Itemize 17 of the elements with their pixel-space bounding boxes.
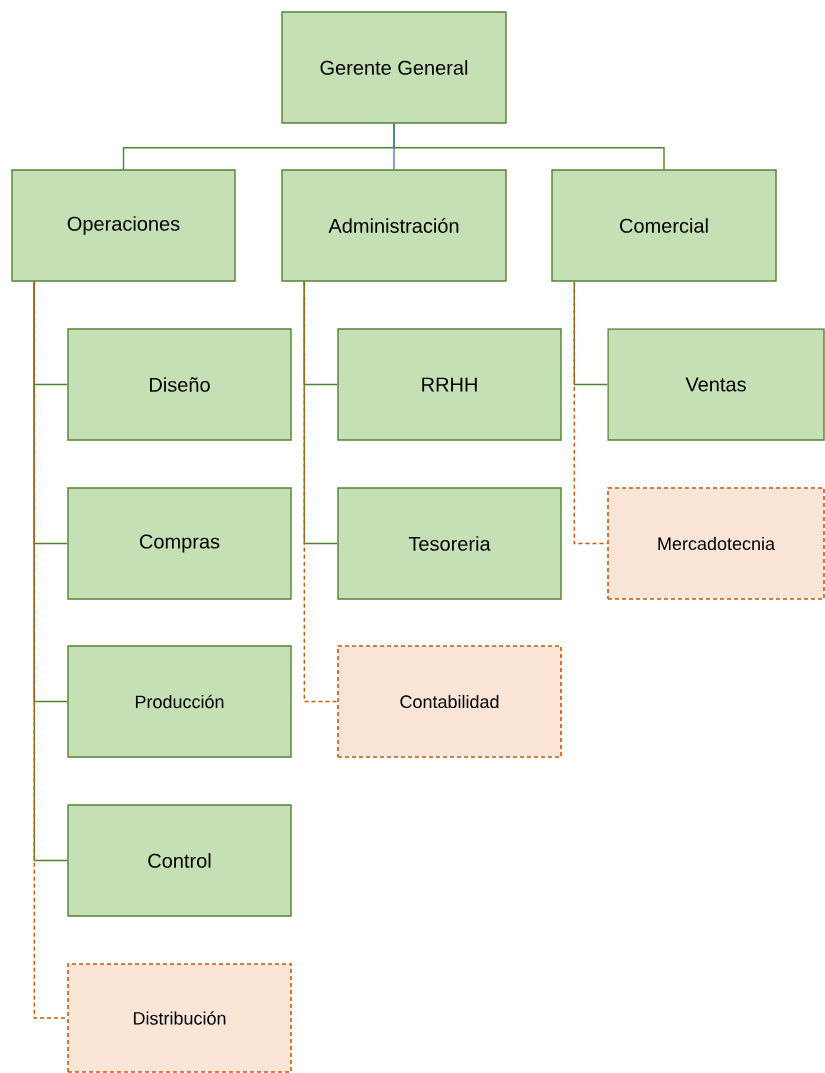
dashed-box: Distribución [67,963,292,1073]
connector-line [393,123,395,170]
org-box: Comercial [551,169,777,282]
org-box: Gerente General [281,11,507,124]
org-box: Producción [67,645,292,758]
org-box: Administración [281,169,507,282]
org-box: Diseño [67,328,292,441]
org-box: Ventas [607,328,825,441]
connector-line [33,281,68,1019]
org-box: Operaciones [11,169,236,282]
dashed-box: Mercadotecnia [607,487,825,600]
org-box: Tesoreria [337,487,562,600]
org-box: RRHH [337,328,562,441]
connector-line [303,281,338,703]
org-box: Compras [67,487,292,600]
dashed-box: Contabilidad [337,645,562,758]
org-box: Control [67,804,292,917]
